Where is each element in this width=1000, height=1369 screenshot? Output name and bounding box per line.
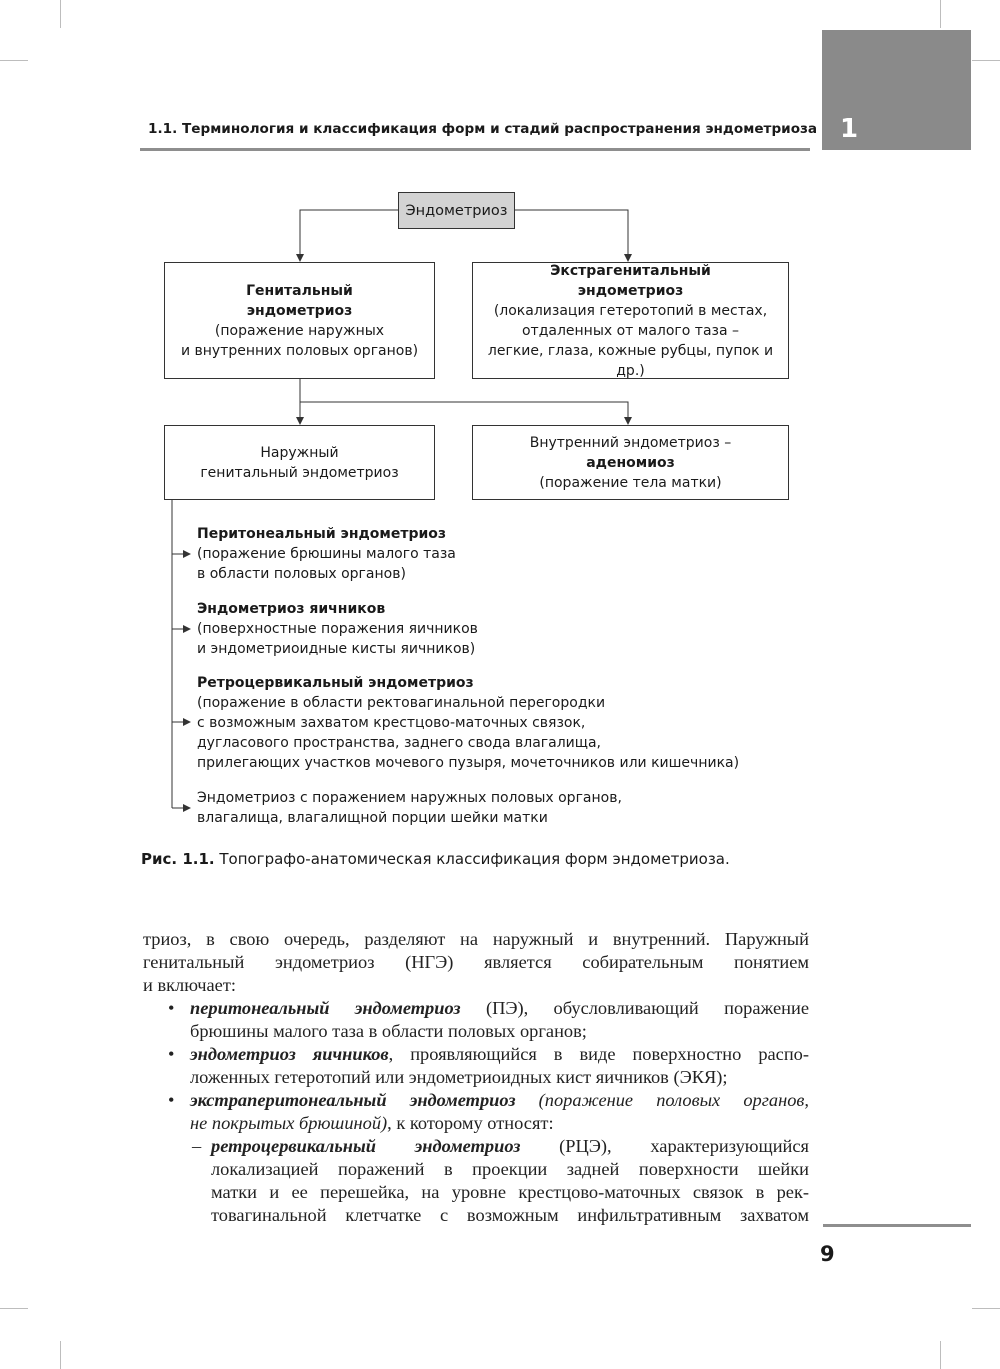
dash-text-line: матки и ее перешейка, на уровне крестцов… (211, 1182, 809, 1202)
bullet-italic-text: (поражение половых органов, (515, 1090, 809, 1110)
bullet-text: брюшины малого таза в области половых ор… (190, 1021, 587, 1041)
genital-box: Генитальный эндометриоз (поражение наруж… (164, 262, 435, 379)
subtype-title: Перитонеальный эндометриоз (197, 526, 447, 542)
bullet-marker: • (168, 1044, 175, 1064)
subtype-line: с возможным захватом крестцово-маточных … (197, 715, 586, 731)
subtype-external-genitalia: Эндометриоз с поражением наружных половы… (197, 788, 622, 828)
term-peritoneal: перитонеальный эндометриоз (190, 998, 461, 1018)
crop-mark (0, 1308, 28, 1309)
dash-text: (РЦЭ), характеризующийся (520, 1136, 810, 1156)
subtype-line: (поражение брюшины малого таза (197, 546, 456, 562)
internal-title: аденомиоз (586, 454, 675, 471)
dash-marker: – (192, 1136, 202, 1156)
bullet-peritoneal: перитонеальный эндометриоз (ПЭ), обуслов… (190, 997, 809, 1020)
bullet-marker: • (168, 1090, 175, 1110)
external-line-1: Наружный (260, 444, 339, 461)
subtype-line: (поверхностные поражения яичников (197, 621, 478, 637)
subtype-title: Эндометриоз яичников (197, 601, 386, 617)
dash-retrocervical: ретроцервикальный эндометриоз (РЦЭ), хар… (211, 1135, 809, 1158)
extragenital-desc-3: легкие, глаза, кожные рубцы, пупок и др.… (487, 342, 774, 379)
subtype-title: Ретроцервикальный эндометриоз (197, 675, 474, 691)
bullet-text: , проявляющийся в виде поверхностно расп… (388, 1044, 809, 1064)
genital-title-2: эндометриоз (246, 302, 353, 319)
chapter-tab: 1 (822, 30, 971, 150)
page-number: 9 (820, 1242, 835, 1266)
extragenital-title-1: Экстрагенитальный (550, 262, 711, 279)
term-retrocervical: ретроцервикальный эндометриоз (211, 1136, 521, 1156)
crop-mark (60, 0, 61, 28)
bullet-text: , к которому относят: (387, 1113, 554, 1133)
crop-mark (972, 60, 1000, 61)
connector-root-genital (296, 209, 398, 262)
subtype-line: и эндометриоидные кисты яичников) (197, 641, 476, 657)
connector-genital-internal (300, 401, 632, 425)
figure-caption: Рис. 1.1. Топографо-анатомическая класси… (141, 850, 730, 868)
subtype-line: дугласового пространства, заднего свода … (197, 735, 601, 751)
body-paragraph-line: генитальный эндометриоз (НГЭ) является с… (143, 952, 809, 972)
bullet-extraperitoneal-line2: не покрытых брюшиной), к которому относя… (190, 1112, 554, 1135)
bullet-ovarian: эндометриоз яичников, проявляющийся в ви… (190, 1043, 809, 1066)
internal-line-1: Внутренний эндометриоз – (529, 434, 732, 451)
connector-root-extragenital (514, 209, 632, 262)
body-paragraph-line: и включает: (143, 975, 236, 995)
external-box: Наружный генитальный эндометриоз (164, 425, 435, 500)
header-rule (140, 148, 810, 151)
bullet-extraperitoneal: экстраперитонеальный эндометриоз (пораже… (190, 1089, 809, 1112)
subtype-peritoneal: Перитонеальный эндометриоз (поражение бр… (197, 524, 456, 584)
crop-mark (0, 60, 28, 61)
body-paragraph-line: триоз, в свою очередь, разделяют на нару… (143, 929, 809, 949)
caption-text: Топографо-анатомическая классификация фо… (214, 850, 730, 868)
genital-desc-1: (поражение наружных (214, 322, 385, 339)
caption-label: Рис. 1.1. (141, 850, 215, 868)
subtype-line: влагалища, влагалищной порции шейки матк… (197, 810, 548, 826)
extragenital-box: Экстрагенитальный эндометриоз (локализац… (472, 262, 789, 379)
crop-mark (940, 1341, 941, 1369)
subtype-line: (поражение в области ректовагинальной пе… (197, 695, 606, 711)
bullet-text: (ПЭ), обусловливающий поражение (460, 998, 809, 1018)
subtype-line: в области половых органов) (197, 566, 406, 582)
extragenital-desc-2: отдаленных от малого таза – (521, 322, 740, 339)
extragenital-desc-1: (локализация гетеротопий в местах, (493, 302, 768, 319)
root-box: Эндометриоз (398, 192, 515, 229)
bullet-marker: • (168, 998, 175, 1018)
internal-line-3: (поражение тела матки) (539, 474, 722, 491)
running-header: 1.1. Терминология и классификация форм и… (148, 121, 818, 137)
subtype-ovarian: Эндометриоз яичников (поверхностные пора… (197, 599, 478, 659)
internal-box: Внутренний эндометриоз – аденомиоз (пора… (472, 425, 789, 500)
bullet-italic-text: не покрытых брюшиной) (190, 1113, 388, 1133)
subtype-line: прилегающих участков мочевого пузыря, мо… (197, 755, 740, 771)
crop-mark (972, 1308, 1000, 1309)
chapter-number: 1 (840, 114, 859, 144)
root-label: Эндометриоз (405, 202, 508, 219)
dash-text-line: локализацией поражений в проекции задней… (211, 1159, 809, 1179)
extragenital-title-2: эндометриоз (577, 282, 684, 299)
footer-rule (823, 1224, 971, 1227)
genital-desc-2: и внутренних половых органов) (180, 342, 419, 359)
term-ovarian: эндометриоз яичников (190, 1044, 389, 1064)
term-extraperitoneal: экстраперитонеальный эндометриоз (190, 1090, 516, 1110)
genital-title-1: Генитальный (246, 282, 353, 299)
external-line-2: генитальный эндометриоз (200, 464, 399, 481)
crop-mark (60, 1341, 61, 1369)
dash-text-line: товагинальной клетчатке с возможным инфи… (211, 1205, 809, 1225)
subtype-line: Эндометриоз с поражением наружных половы… (197, 790, 622, 806)
subtype-retrocervical: Ретроцервикальный эндометриоз (поражение… (197, 673, 739, 773)
bullet-text: ложенных гетеротопий или эндометриоидных… (190, 1067, 728, 1087)
crop-mark (940, 0, 941, 28)
